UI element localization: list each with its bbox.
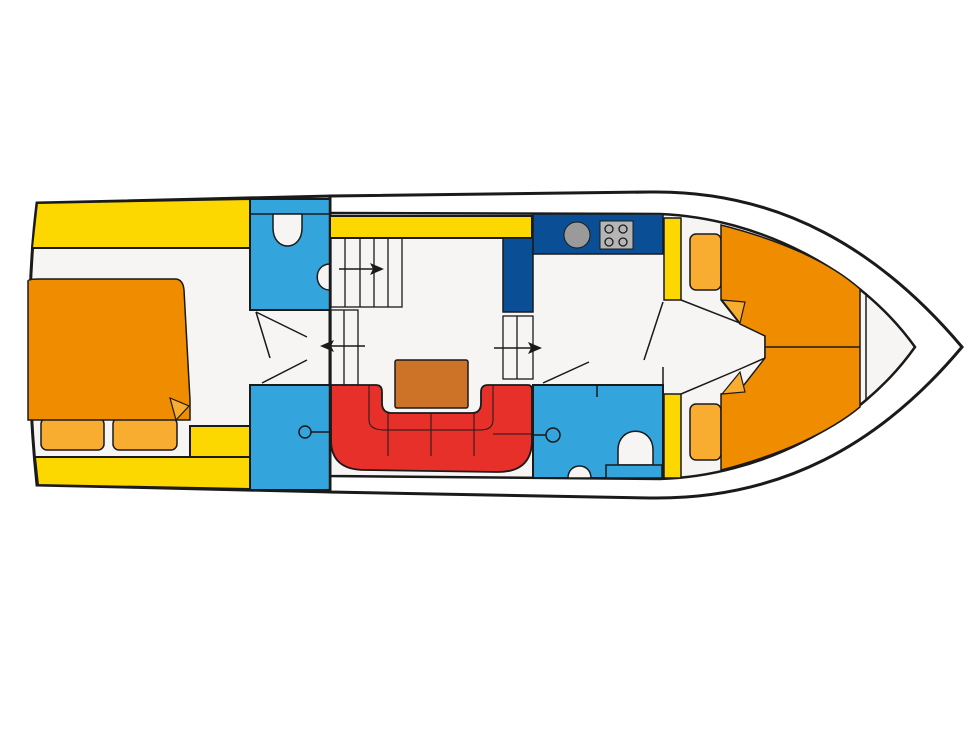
saloon-table	[394, 359, 469, 409]
aft-storage-small	[189, 425, 251, 458]
toilet-icon	[617, 430, 654, 466]
door-aft-lower	[261, 359, 308, 384]
bed-corner-fold	[169, 396, 191, 422]
door-aft-upper	[255, 311, 308, 338]
berth-corner-fold	[720, 299, 746, 325]
forward-storage-top	[663, 217, 682, 301]
door-aft-upper-leaf	[255, 311, 271, 359]
door-galley	[542, 361, 590, 384]
washbasin-icon	[567, 465, 592, 479]
forward-cushion-bottom	[689, 403, 722, 461]
aft-cushion-left	[40, 417, 105, 451]
aft-storage-bottom	[33, 456, 251, 491]
forward-cushion-top	[689, 233, 722, 291]
arrow-right-icon	[494, 342, 542, 354]
hob-icon	[599, 220, 634, 250]
aft-storage-top	[30, 197, 251, 249]
toilet-cistern	[605, 464, 663, 479]
sofa-seams	[368, 385, 532, 456]
berth-corner-fold	[720, 370, 746, 395]
aft-shower	[249, 384, 331, 491]
aft-stairs[interactable]	[330, 237, 403, 386]
sink-icon	[563, 221, 591, 249]
galley-counter-side	[502, 237, 534, 313]
door-forward-cabin	[643, 301, 664, 361]
aft-double-bed	[27, 278, 191, 421]
toilet-icon	[272, 213, 303, 247]
forward-storage-bottom	[663, 393, 682, 479]
aft-cushion-right	[112, 417, 178, 451]
saloon-storage-top	[329, 215, 533, 239]
arrow-right-icon	[339, 263, 384, 275]
galley-counter	[532, 213, 664, 255]
arrow-left-icon	[320, 340, 365, 352]
